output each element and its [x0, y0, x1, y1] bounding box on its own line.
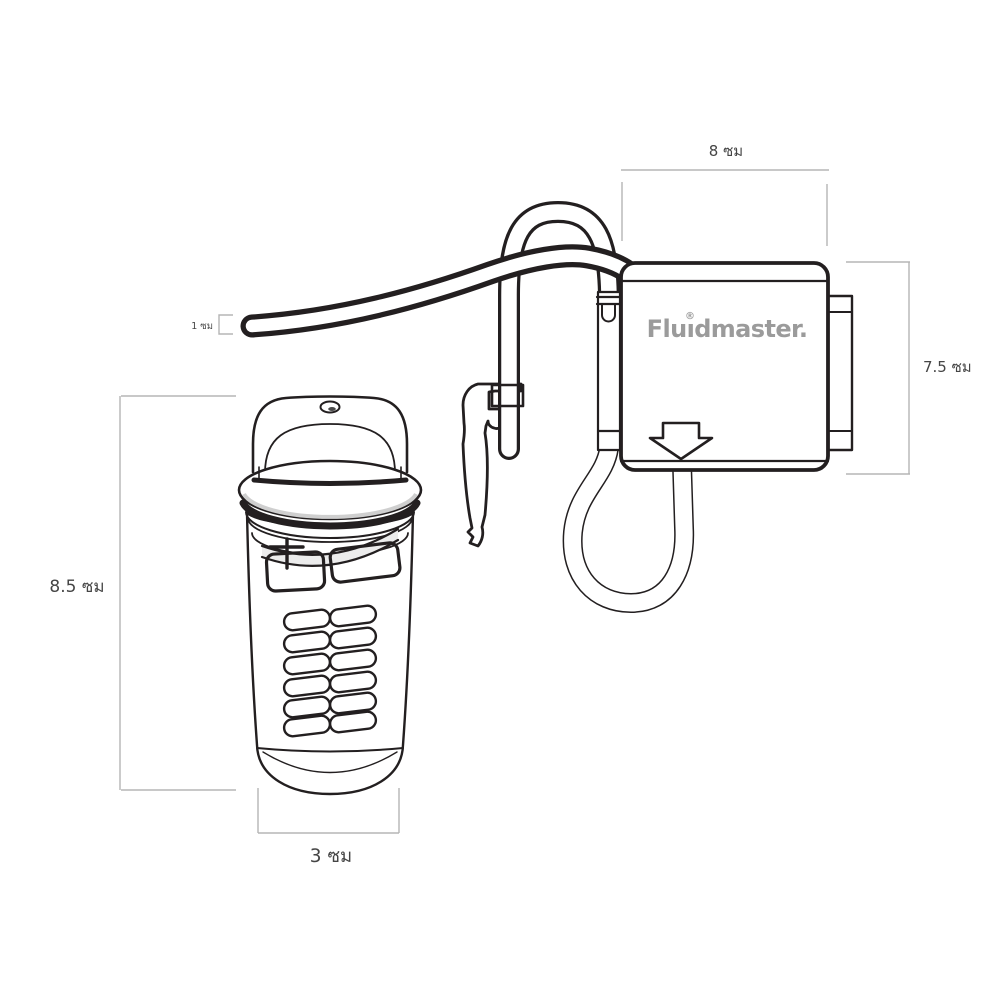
refill-tube — [240, 244, 640, 338]
latch-band-fill — [262, 529, 398, 566]
registered-mark-icon: ® — [685, 311, 695, 322]
side-channel-collars — [595, 295, 623, 433]
vent-slot — [328, 691, 378, 715]
cartridge — [237, 395, 423, 796]
side-channel-body — [596, 290, 622, 452]
vent-slot — [328, 604, 378, 628]
cartridge-cap — [251, 395, 409, 474]
cartridge-cap-inner-arc — [264, 423, 396, 474]
dim-cartridge-height-label: 8.5 ซม — [49, 577, 104, 597]
dim-cartridge-height-lines — [119, 395, 236, 791]
vent-slot — [328, 710, 378, 734]
dim-cartridge-height: 8.5 ซม — [49, 395, 236, 791]
tube-clip — [490, 383, 525, 408]
latch-right-window — [328, 541, 402, 584]
dim-tube-diameter: 1 ซม — [191, 314, 233, 335]
vent-slots — [282, 604, 378, 738]
o-ring — [239, 499, 421, 530]
mount-tab — [826, 294, 854, 452]
cap-vent-hole — [319, 400, 341, 414]
vent-slot — [328, 648, 378, 672]
dim-tube-diameter-lines — [218, 314, 233, 335]
vent-slot — [328, 670, 378, 694]
dimension-annotations: 8 ซม 7.5 ซม 1 ซม 8.5 ซม 3 ซม — [49, 142, 971, 867]
vent-slot — [328, 626, 378, 650]
dim-box-height: 7.5 ซม — [846, 261, 972, 475]
outlet-loop-inner — [564, 446, 693, 612]
bottom-bowl-line — [256, 747, 404, 753]
outlet-loop-tube — [562, 446, 695, 614]
dim-cartridge-width-label: 3 ซม — [310, 846, 352, 867]
dim-box-width-lines — [621, 169, 829, 246]
tube-tip — [601, 303, 616, 323]
dim-cartridge-width-lines — [257, 788, 400, 834]
dim-box-height-label: 7.5 ซม — [923, 358, 972, 376]
lid-flange — [237, 459, 423, 521]
cap-vent-hole-center — [328, 407, 336, 411]
neck-ridge-upper — [245, 511, 415, 539]
lid-flange-ticks — [258, 466, 402, 480]
dim-cartridge-width: 3 ซม — [257, 788, 400, 867]
dim-box-width: 8 ซม — [621, 142, 829, 246]
latch-left-loop — [264, 550, 327, 593]
down-arrow-icon — [648, 421, 714, 461]
lid-edge-band — [251, 477, 409, 486]
lid-flange-shading — [242, 492, 418, 519]
control-box: Fluıdmaster. ® — [619, 261, 854, 472]
dim-box-width-label: 8 ซม — [709, 142, 743, 160]
mount-tab-ridges — [827, 311, 853, 432]
mount-tab-body — [826, 294, 854, 452]
dim-tube-diameter-label: 1 ซม — [191, 321, 213, 332]
dim-box-height-lines — [846, 261, 910, 475]
fluidmaster-logo: Fluıdmaster. — [647, 315, 808, 343]
neck-ridge-mid — [247, 517, 413, 543]
side-channel — [595, 290, 623, 452]
latch — [260, 527, 402, 593]
bottom-inner-arc — [262, 751, 398, 774]
refill-tube-inner — [245, 249, 635, 333]
